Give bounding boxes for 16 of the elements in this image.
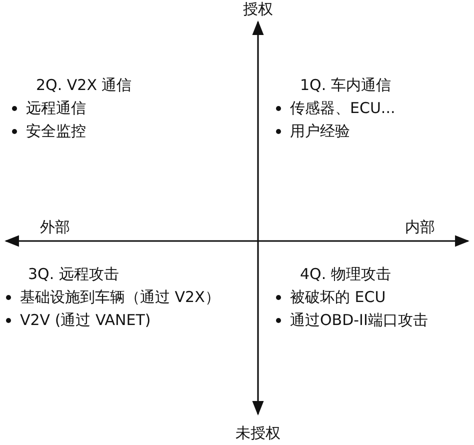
quadrant-heading: 1Q. 车内通信 — [300, 76, 391, 94]
list-item: 通过OBD-II端口攻击 — [290, 311, 428, 329]
quadrant-heading: 3Q. 远程攻击 — [28, 265, 119, 283]
list-item: 安全监控 — [26, 122, 86, 140]
quadrant-heading: 4Q. 物理攻击 — [300, 265, 391, 283]
list-item: 用户经验 — [290, 122, 350, 140]
quadrant-heading: 2Q. V2X 通信 — [36, 76, 132, 94]
list-item: 传感器、ECU... — [290, 99, 396, 117]
list-item: 基础设施到车辆（通过 V2X） — [20, 288, 220, 306]
axis-label: 外部 — [40, 218, 70, 236]
list-item: V2V (通过 VANET) — [20, 311, 151, 329]
list-item: 远程通信 — [26, 99, 86, 117]
axis-label: 未授权 — [236, 424, 280, 442]
axis-label: 授权 — [243, 0, 273, 18]
axis-label: 内部 — [405, 218, 435, 236]
list-item: 被破坏的 ECU — [290, 288, 386, 306]
